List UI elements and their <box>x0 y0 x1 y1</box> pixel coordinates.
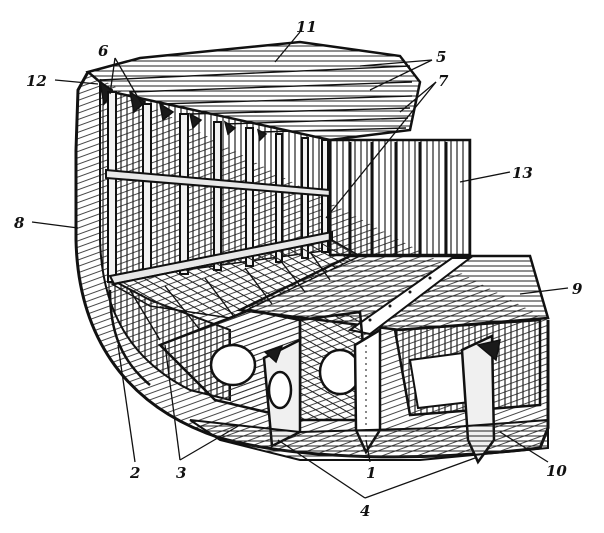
label-6: 6 <box>98 42 109 60</box>
label-2: 2 <box>129 464 140 482</box>
label-5: 5 <box>436 48 446 66</box>
upper-deck-plating <box>85 40 422 142</box>
label-13: 13 <box>512 164 533 182</box>
label-12: 12 <box>26 72 47 90</box>
bracket-right <box>476 339 501 362</box>
leader-lines <box>31 31 569 499</box>
label-1: 1 <box>366 464 376 482</box>
deck-beams <box>99 65 413 133</box>
lightening-hole-left <box>209 343 257 387</box>
outer-bottom-plating <box>189 418 549 461</box>
margin-plate <box>108 289 151 386</box>
label-11: 11 <box>296 18 317 36</box>
label-4: 4 <box>360 502 370 520</box>
girder-rivets <box>368 276 432 322</box>
bracket-left <box>263 344 284 364</box>
girder-hole-left <box>267 370 293 410</box>
label-3: 3 <box>176 464 186 482</box>
centre-girder-top <box>347 257 473 336</box>
floor-cutout <box>408 350 471 410</box>
label-10: 10 <box>546 462 567 480</box>
label-9: 9 <box>572 280 583 298</box>
callout-labels: 11 12 6 5 7 13 8 9 2 3 1 4 10 <box>14 18 583 520</box>
label-7: 7 <box>438 72 449 90</box>
label-8: 8 <box>14 214 25 232</box>
